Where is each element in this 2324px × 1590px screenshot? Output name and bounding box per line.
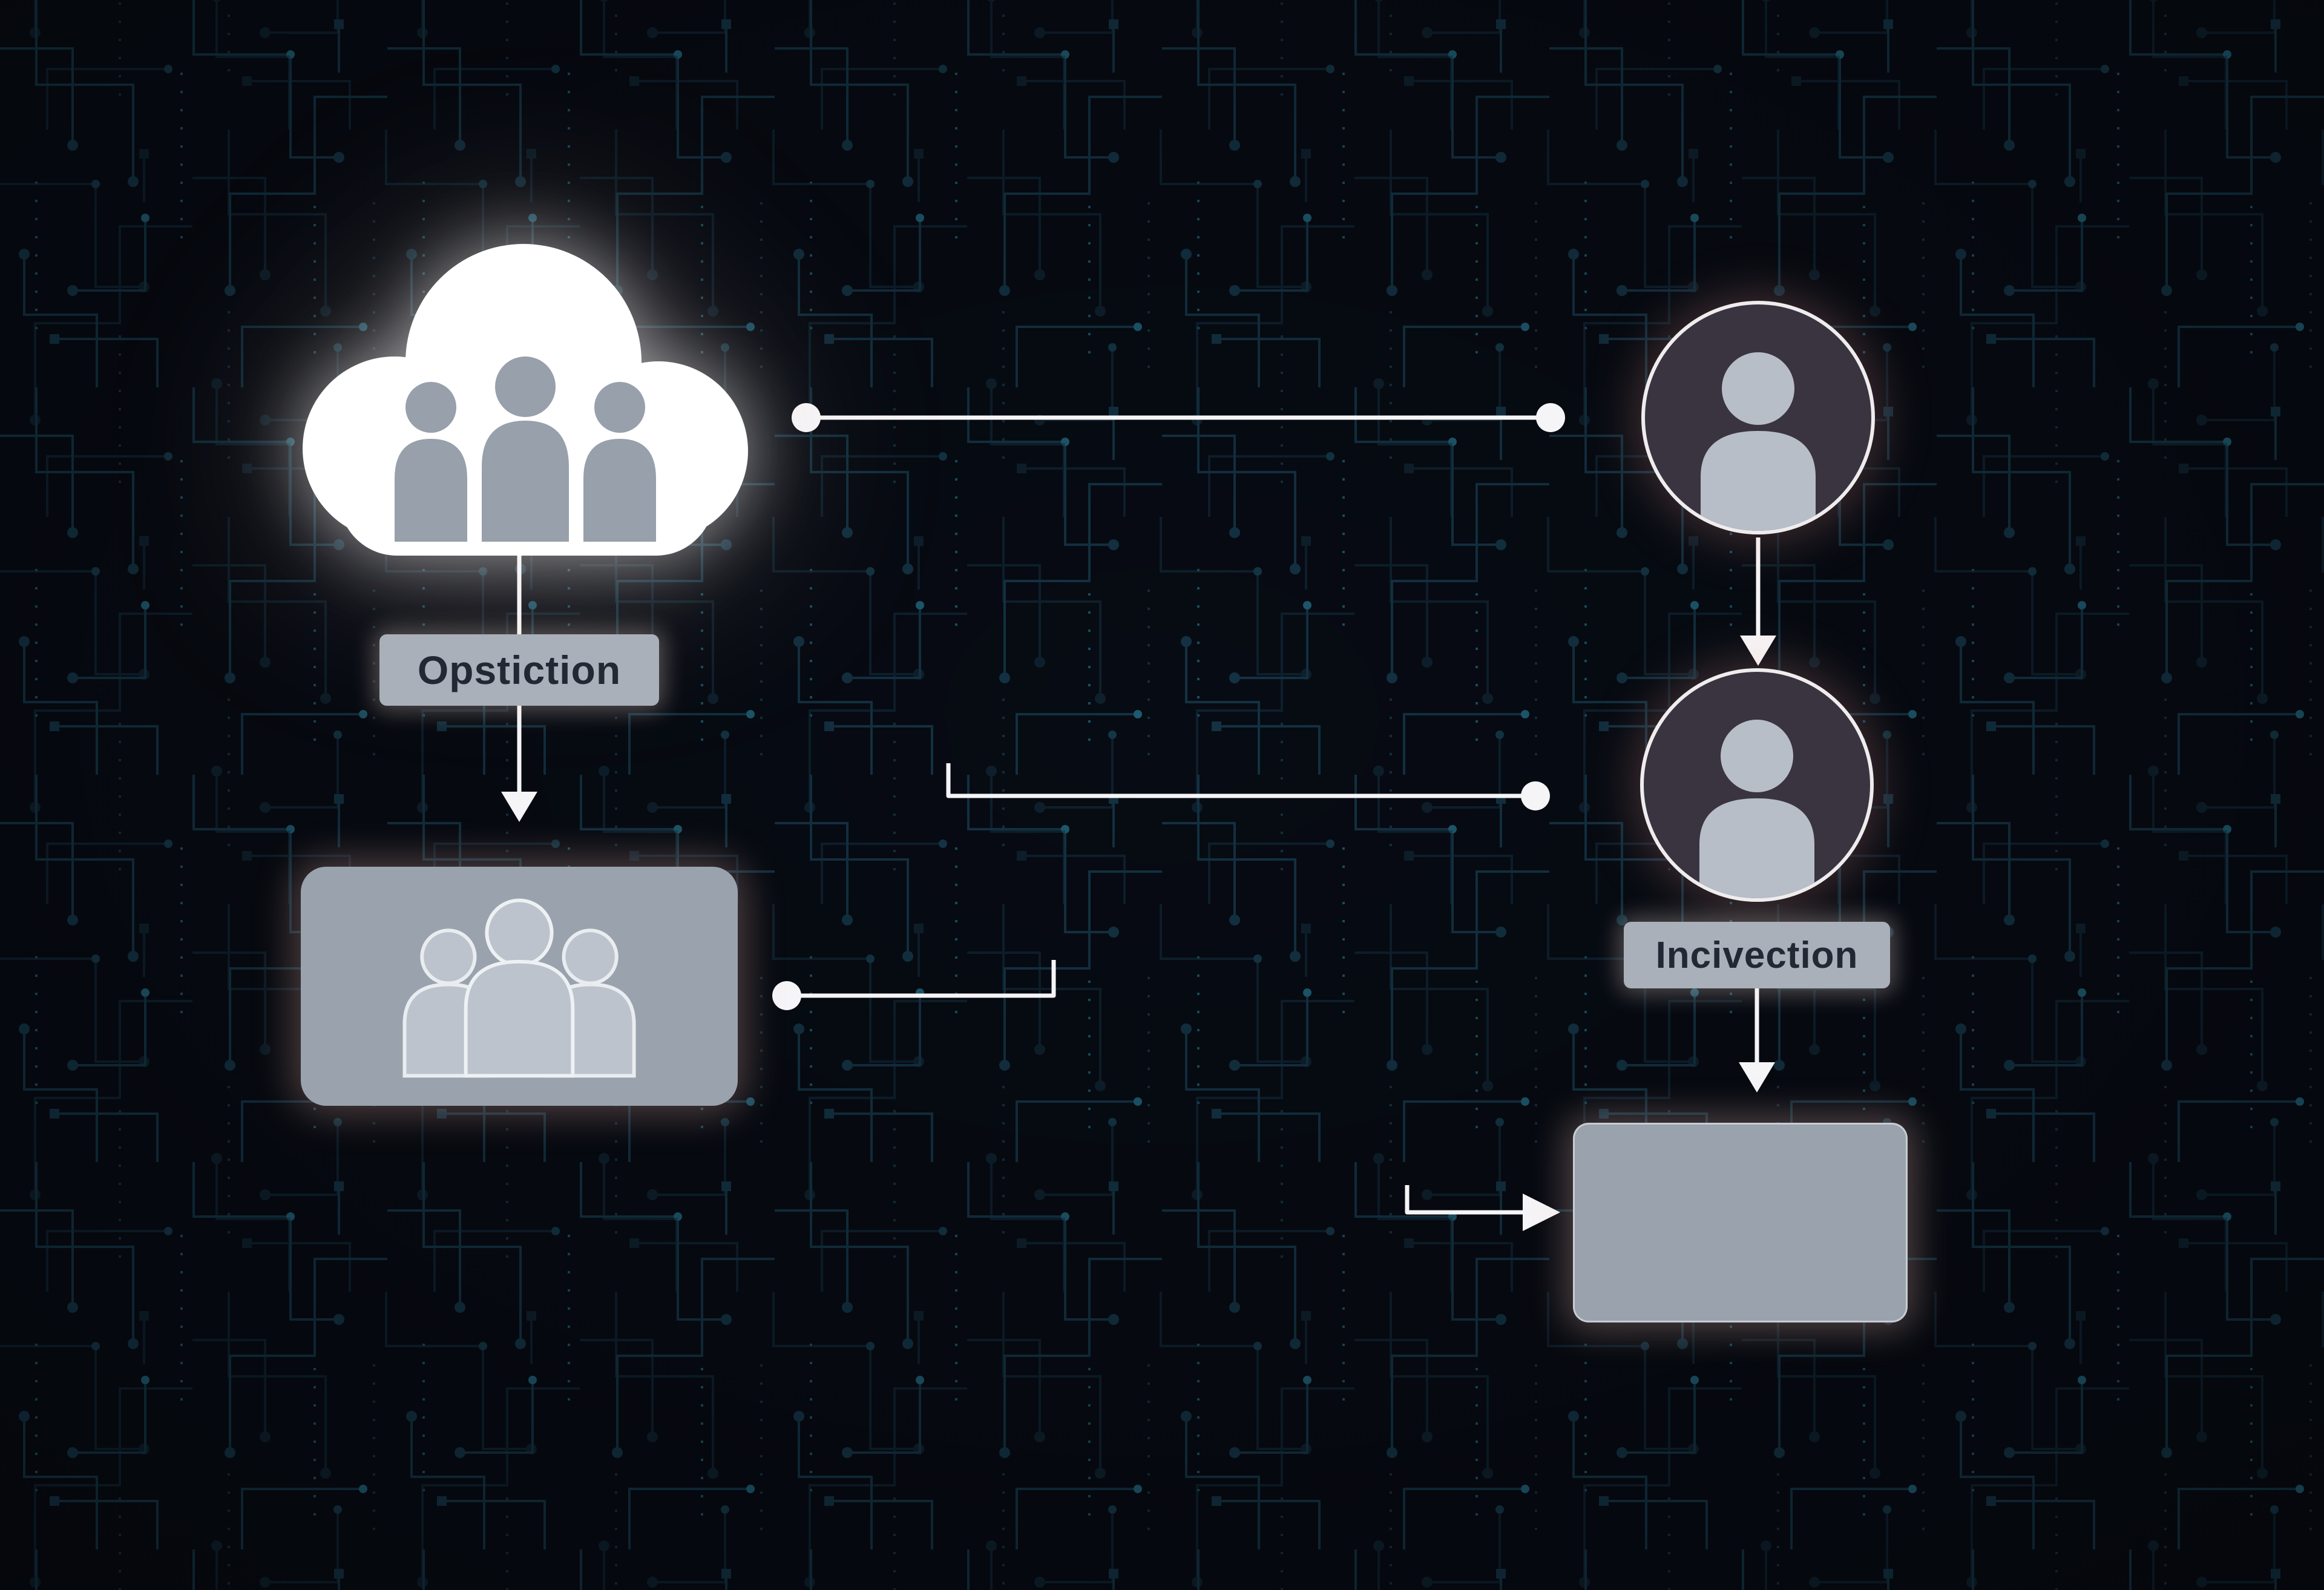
connector-dot <box>1536 403 1565 432</box>
connector-dot <box>1521 781 1550 810</box>
connector-dot <box>772 981 801 1010</box>
user-icon <box>1641 301 1875 534</box>
user-icon <box>1640 668 1874 902</box>
connector-group-box-branch <box>787 960 1056 998</box>
arrowhead-down <box>1740 636 1776 666</box>
process-label-left-text: Opstiction <box>417 648 622 692</box>
cloud-users-icon <box>303 244 748 556</box>
arrowhead-down <box>1739 1062 1775 1092</box>
connector-branch-to-result-box <box>1405 1185 1523 1215</box>
process-label-right-text: Incivection <box>1655 934 1859 976</box>
process-label-right: Incivection <box>1624 922 1890 988</box>
users-group-icon <box>402 898 636 1078</box>
group-box-node <box>301 867 738 1106</box>
connector-dot <box>792 403 821 432</box>
connector-middle-to-avatar-mid <box>946 763 1535 798</box>
avatar-top-node <box>1637 297 1879 539</box>
cloud-users-node <box>266 208 787 556</box>
arrowhead-right <box>1523 1194 1560 1231</box>
process-label-left: Opstiction <box>379 634 659 706</box>
result-box-node <box>1573 1123 1908 1322</box>
arrowhead-down <box>501 792 537 822</box>
avatar-mid-node <box>1636 664 1878 906</box>
